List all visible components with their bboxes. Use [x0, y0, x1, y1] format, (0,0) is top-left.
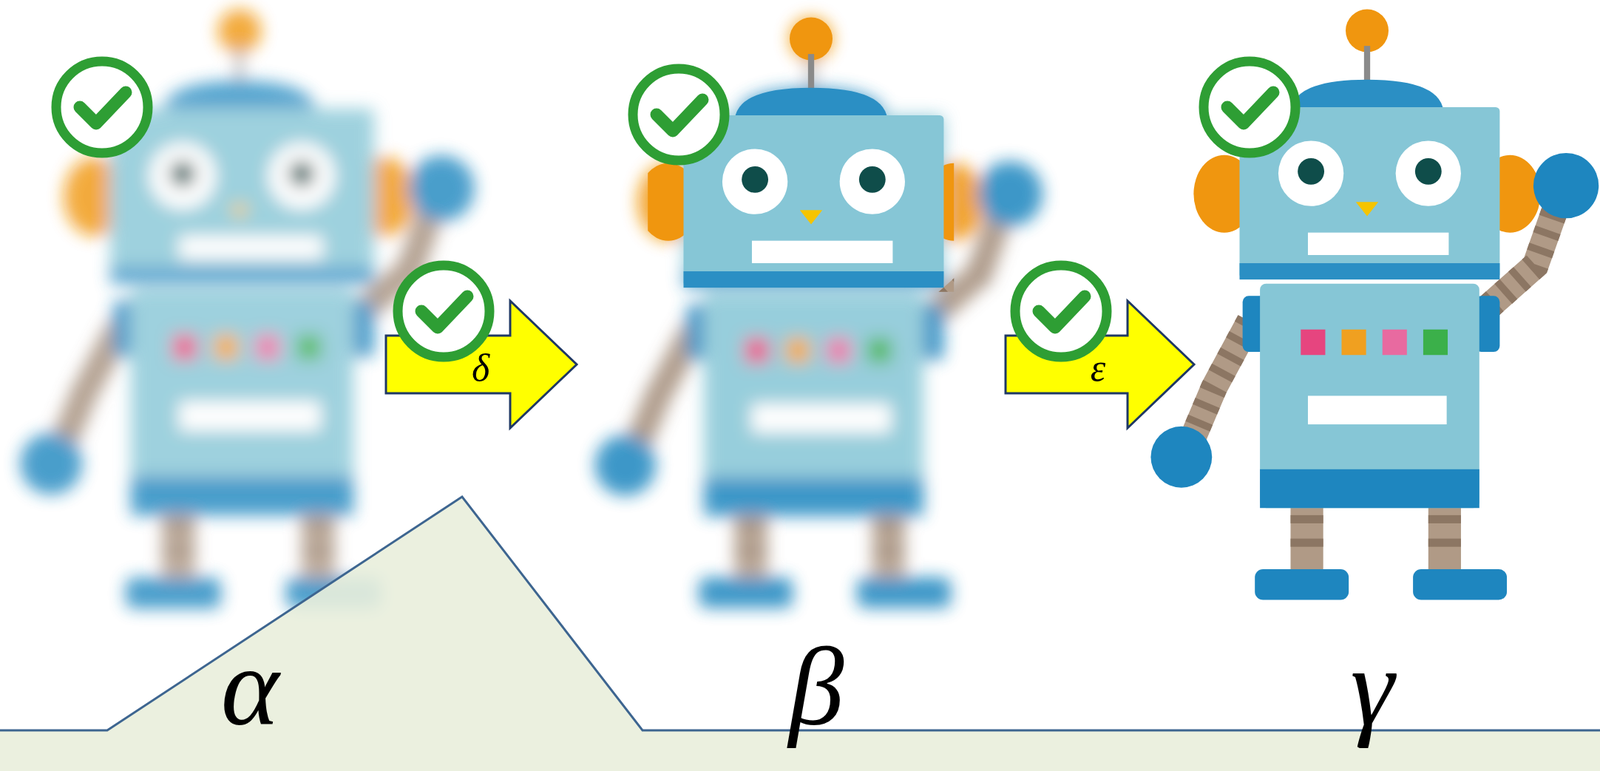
stage-label: β: [788, 631, 845, 743]
sharp-robot-part: [1150, 8, 1599, 600]
half-blurred-robot-part: [647, 17, 954, 292]
ground-fill: [0, 496, 1600, 771]
sharp-robot: [1150, 8, 1599, 600]
stage-label: γ: [1350, 631, 1394, 743]
check-mark: [56, 61, 148, 154]
check-mark: [632, 68, 725, 161]
check-mark: [397, 265, 490, 358]
check-mark: [1015, 265, 1107, 358]
check-mark: [1203, 61, 1296, 154]
half-blurred-robot-part: [594, 17, 1043, 608]
arrow-label: ε: [1090, 348, 1107, 388]
arrow-label: δ: [471, 348, 490, 388]
half-blurred-robot: [594, 17, 1043, 608]
stage-label: α: [221, 631, 280, 743]
